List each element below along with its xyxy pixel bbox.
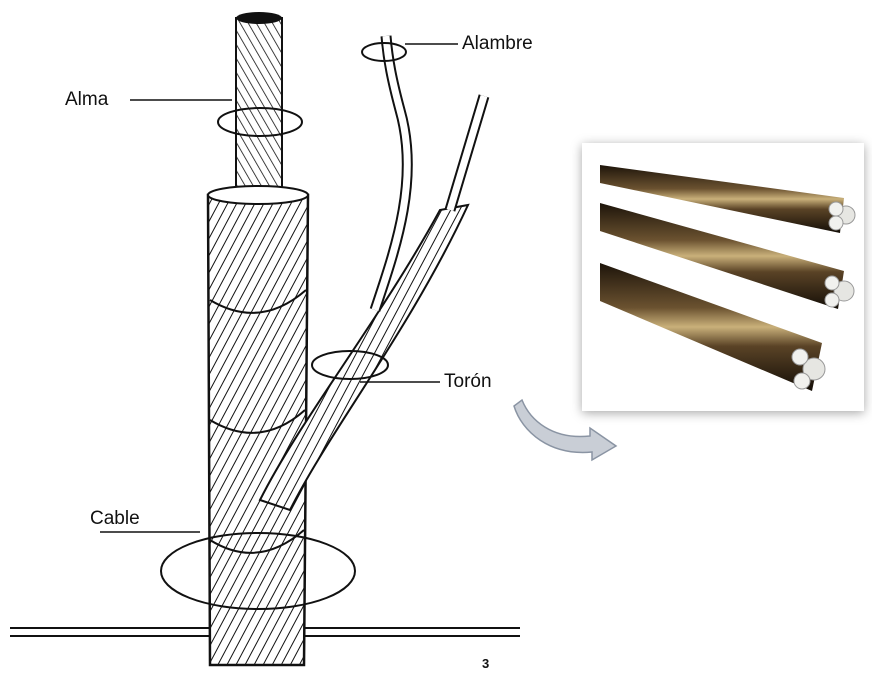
footnote-number: 3 xyxy=(482,656,489,671)
alma-core xyxy=(218,12,302,193)
label-alambre: Alambre xyxy=(462,33,533,55)
steel-strand-photo xyxy=(582,143,864,411)
strand-photo-drawing xyxy=(582,143,864,411)
label-cable: Cable xyxy=(90,508,140,530)
label-toron: Torón xyxy=(444,371,492,393)
cable-body xyxy=(208,186,308,665)
label-alma: Alma xyxy=(65,89,108,111)
